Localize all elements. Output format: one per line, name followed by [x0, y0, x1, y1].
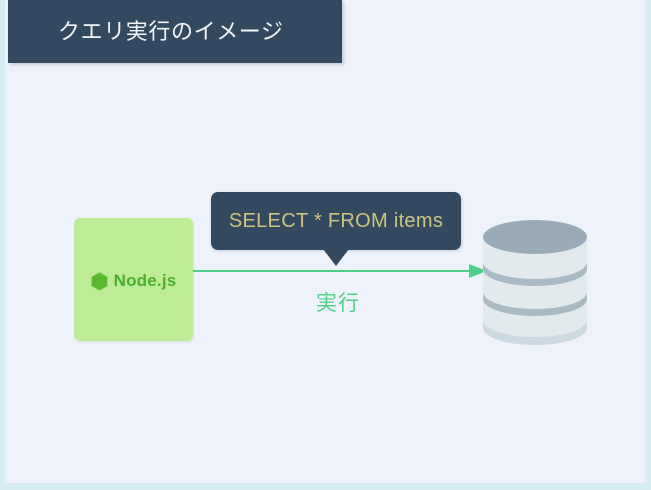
page-title: クエリ実行のイメージ: [58, 19, 284, 44]
slide-canvas: クエリ実行のイメージ Node.js SELECT * FROM items: [5, 0, 645, 483]
header-banner: クエリ実行のイメージ: [8, 0, 342, 63]
hexagon-icon: [90, 271, 108, 291]
nodejs-app-box: Node.js: [74, 218, 193, 341]
execute-arrow-label: 実行: [316, 292, 360, 315]
database-cylinder-icon: [483, 220, 587, 345]
nodejs-label: Node.js: [113, 271, 177, 290]
query-bubble-text: SELECT * FROM items: [228, 210, 444, 232]
nodejs-label-row: Node.js: [74, 268, 193, 294]
execute-arrow: [193, 264, 487, 278]
query-bubble-tail: [323, 249, 349, 266]
query-bubble: SELECT * FROM items: [211, 192, 461, 250]
